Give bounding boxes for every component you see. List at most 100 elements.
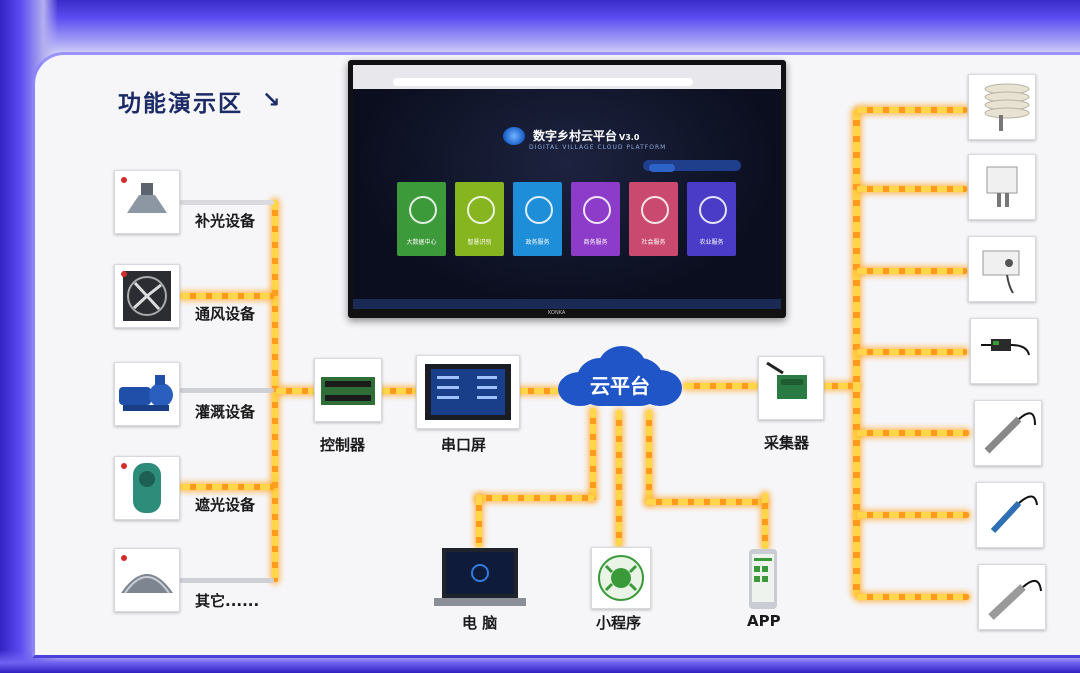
led-strip-sensor-3 — [857, 268, 967, 274]
led-strip-screen-cloud — [518, 388, 560, 394]
sensor-tile-light[interactable] — [968, 236, 1036, 302]
connector-irrigation — [180, 388, 274, 393]
card-big-data[interactable]: 大数据中心 — [397, 182, 446, 256]
radiation-shield-icon — [984, 83, 1030, 131]
card-smart-recognition[interactable]: 智慧识别 — [455, 182, 504, 256]
browser-toolbar — [353, 65, 781, 89]
air-sensor-icon — [986, 166, 1018, 207]
smartphone-icon[interactable] — [748, 548, 778, 610]
controller-tile[interactable] — [314, 358, 382, 422]
business-icon — [583, 196, 611, 224]
laptop-icon[interactable] — [434, 546, 526, 610]
water-pump-icon — [119, 375, 173, 411]
led-strip-cloud-down-right — [646, 410, 652, 504]
controller-board-icon — [321, 377, 375, 405]
greenhouse-icon — [121, 574, 173, 594]
card-label: 社会服务 — [641, 239, 666, 246]
status-led-icon — [121, 271, 127, 277]
actuator-label-ventilation: 通风设备 — [195, 305, 256, 323]
nav-active-tab[interactable] — [649, 164, 675, 172]
sensor-tile-transmitter[interactable] — [970, 318, 1038, 384]
led-strip-to-app-h — [646, 499, 766, 505]
touch-screen-icon — [425, 364, 511, 420]
actuator-label-irrigation: 灌溉设备 — [195, 403, 256, 421]
water-probe-icon — [984, 412, 1036, 454]
status-led-icon — [121, 463, 127, 469]
mini-program-label: 小程序 — [596, 614, 642, 632]
collector-label: 采集器 — [764, 434, 810, 452]
pump-tile[interactable] — [114, 362, 180, 426]
fan-icon — [123, 271, 171, 321]
connector-other — [180, 578, 274, 583]
led-strip-ventilation — [180, 293, 274, 299]
arrow-icon: ↘ — [262, 88, 281, 113]
transmitter-icon — [981, 339, 1030, 356]
card-label: 商务服务 — [583, 239, 608, 246]
led-strip-left-bus — [272, 200, 278, 582]
shade-motor-tile[interactable] — [114, 456, 180, 520]
government-icon — [525, 196, 553, 224]
led-strip-sensor-2 — [857, 186, 967, 192]
card-business[interactable]: 商务服务 — [571, 182, 620, 256]
card-agriculture[interactable]: 农业服务 — [687, 182, 736, 256]
led-strip-cloud-down-left — [590, 408, 596, 500]
data-center-icon — [409, 196, 437, 224]
platform-version: V3.0 — [619, 133, 640, 142]
neon-frame-top — [0, 0, 1080, 60]
zone-title: 功能演示区 — [118, 91, 243, 117]
sensor-tile-weather-shield[interactable] — [968, 74, 1036, 140]
cloud-platform-icon[interactable] — [556, 344, 684, 410]
led-strip-to-controller — [276, 388, 316, 394]
sensor-tile-probe-2[interactable] — [976, 482, 1044, 548]
card-label: 政务服务 — [525, 239, 550, 246]
card-label: 大数据中心 — [406, 239, 437, 246]
led-strip-sensor-7 — [857, 594, 969, 600]
cloud-platform-label: 云平台 — [590, 374, 650, 398]
led-strip-cloud-collector — [684, 383, 758, 389]
platform-subtitle: DIGITAL VILLAGE CLOUD PLATFORM — [529, 144, 667, 151]
serial-screen-label: 串口屏 — [441, 436, 487, 454]
light-sensor-icon — [982, 250, 1020, 294]
collector-tile[interactable] — [758, 356, 824, 420]
qr-code-icon — [598, 555, 644, 601]
monitor-brand: KONKA — [548, 310, 566, 316]
app-label: APP — [747, 612, 781, 630]
platform-logo-icon — [503, 127, 525, 145]
mini-program-tile[interactable] — [591, 547, 651, 609]
os-taskbar[interactable] — [353, 299, 781, 309]
controller-label: 控制器 — [320, 436, 366, 454]
actuator-label-shading: 遮光设备 — [195, 496, 256, 514]
led-strip-sensor-4 — [857, 349, 967, 355]
grow-light-tile[interactable] — [114, 170, 180, 234]
led-strip-shading — [180, 484, 274, 490]
fan-tile[interactable] — [114, 264, 180, 328]
led-strip-right-bus — [853, 110, 860, 596]
card-label: 智慧识别 — [467, 239, 492, 246]
card-social[interactable]: 社会服务 — [629, 182, 678, 256]
greenhouse-tile[interactable] — [114, 548, 180, 612]
card-government[interactable]: 政务服务 — [513, 182, 562, 256]
connector-fill-light — [180, 200, 274, 205]
status-led-icon — [121, 555, 127, 561]
pc-label: 电 脑 — [462, 614, 498, 632]
actuator-label-light: 补光设备 — [195, 212, 256, 230]
address-bar[interactable] — [393, 78, 693, 86]
led-strip-sensor-1 — [857, 107, 967, 113]
sensor-tile-air[interactable] — [968, 154, 1036, 220]
led-strip-collector-bus — [822, 383, 858, 389]
platform-title-text: 数字乡村云平台 — [533, 129, 618, 143]
led-strip-to-pc-h — [476, 495, 594, 501]
led-strip-to-app-v — [762, 493, 768, 549]
agriculture-icon — [699, 196, 727, 224]
sensor-tile-probe-1[interactable] — [974, 400, 1042, 466]
recognition-icon — [467, 196, 495, 224]
led-strip-controller-screen — [380, 388, 416, 394]
status-led-icon — [121, 177, 127, 183]
nav-bar[interactable] — [643, 160, 741, 171]
shade-motor-icon — [133, 463, 161, 513]
serial-screen-tile[interactable] — [416, 355, 520, 429]
sensor-tile-probe-3[interactable] — [978, 564, 1046, 630]
